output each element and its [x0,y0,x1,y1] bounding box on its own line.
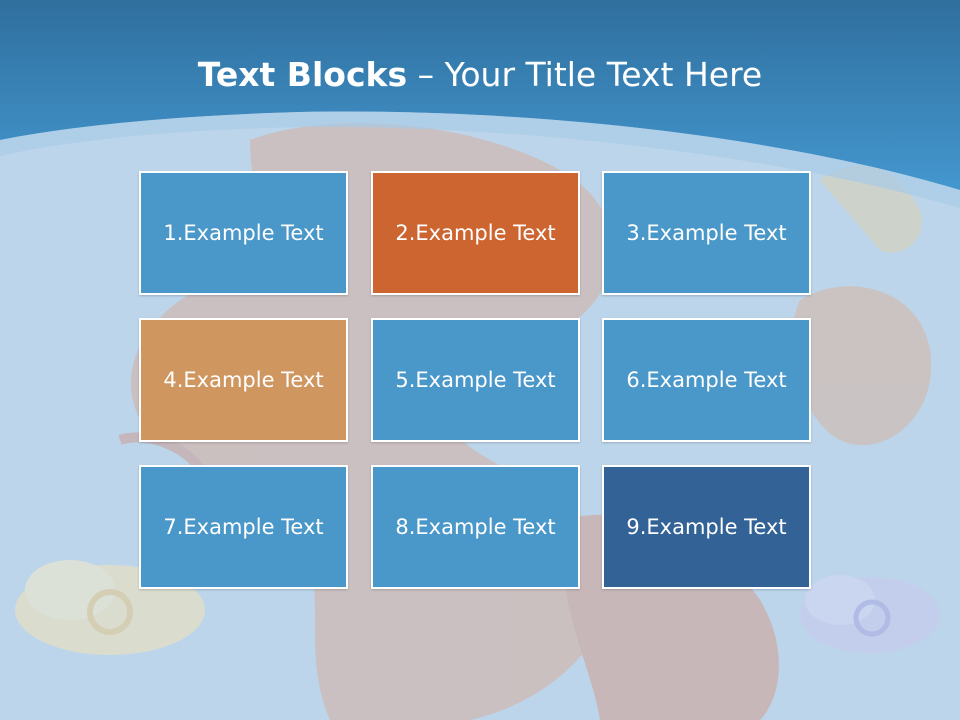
text-block-label: 5.Example Text [395,368,556,392]
text-block-label: 1.Example Text [163,221,324,245]
text-block-5[interactable]: 5.Example Text [371,318,580,442]
text-block-label: 2.Example Text [395,221,556,245]
title-dash: – [407,55,445,94]
text-block-6[interactable]: 6.Example Text [602,318,811,442]
title-bold: Text Blocks [197,55,408,94]
text-block-label: 4.Example Text [163,368,324,392]
text-block-1[interactable]: 1.Example Text [139,171,348,295]
text-block-label: 7.Example Text [163,515,324,539]
text-block-label: 3.Example Text [626,221,787,245]
text-block-2[interactable]: 2.Example Text [371,171,580,295]
title-rest: Your Title Text Here [444,55,763,94]
text-block-label: 9.Example Text [626,515,787,539]
text-block-label: 8.Example Text [395,515,556,539]
text-block-8[interactable]: 8.Example Text [371,465,580,589]
text-block-4[interactable]: 4.Example Text [139,318,348,442]
text-block-7[interactable]: 7.Example Text [139,465,348,589]
text-block-label: 6.Example Text [626,368,787,392]
text-block-3[interactable]: 3.Example Text [602,171,811,295]
text-block-9[interactable]: 9.Example Text [602,465,811,589]
slide-title: Text Blocks – Your Title Text Here [0,52,960,98]
